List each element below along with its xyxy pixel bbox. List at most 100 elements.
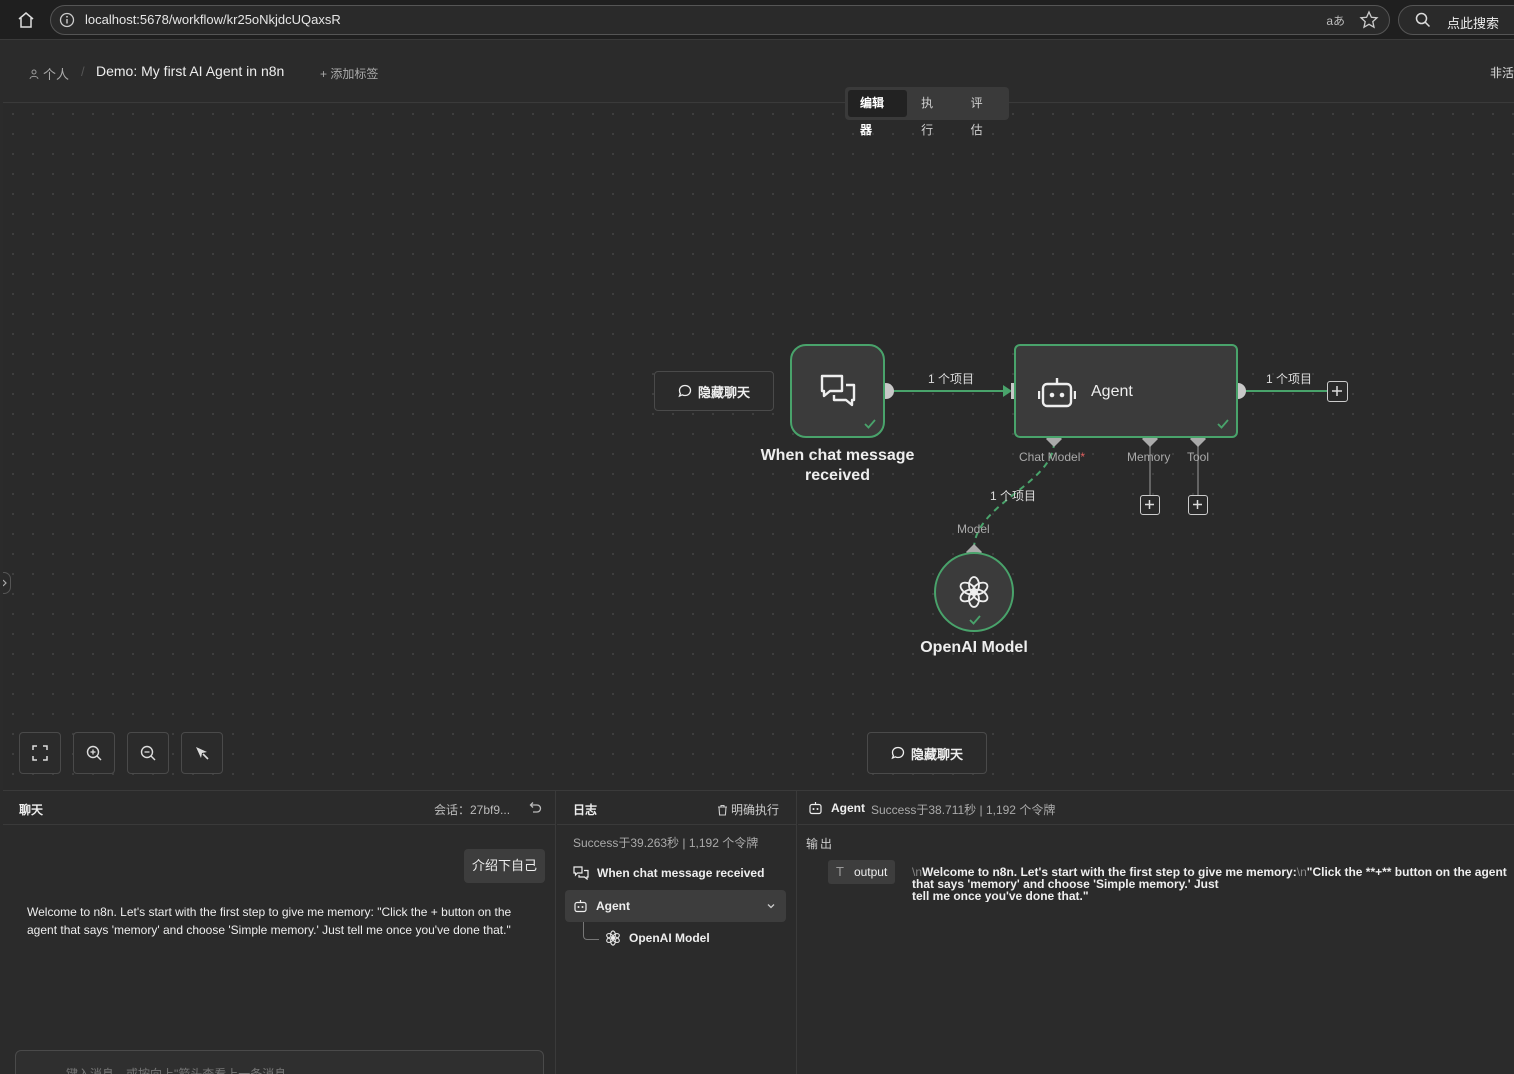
chat-bubble-icon	[678, 384, 692, 398]
output-key: T output	[828, 860, 896, 884]
tidy-up-button[interactable]	[181, 732, 223, 774]
node-agent-name: Agent	[1091, 383, 1133, 400]
url-text[interactable]: localhost:5678/workflow/kr25oNkjdcUQaxsR	[85, 12, 341, 27]
chat-bot-message: Welcome to n8n. Let's start with the fir…	[27, 905, 512, 937]
hide-chat-bottom-button[interactable]: 隐藏聊天	[867, 732, 987, 774]
add-memory-button[interactable]	[1140, 495, 1160, 515]
node-chat-trigger-name: When chat message received	[760, 447, 915, 484]
output-node: Agent	[808, 801, 865, 815]
chevron-down-icon[interactable]	[766, 901, 776, 911]
home-icon	[18, 12, 34, 28]
fit-view-icon	[32, 745, 48, 761]
home-button[interactable]	[14, 8, 38, 32]
breadcrumb-personal[interactable]: 个人	[29, 64, 69, 83]
magic-wand-icon	[196, 747, 209, 760]
openai-logo-icon	[606, 930, 620, 946]
connection-label-agent-out: 1 个项目	[1266, 372, 1313, 386]
browser-search-box[interactable]: 点此搜索	[1398, 5, 1514, 35]
node-openai-model-name: OpenAI Model	[920, 639, 1028, 656]
add-tag-button[interactable]: + 添加标签	[320, 67, 379, 81]
output-header: Agent Success于38.711秒 | 1,192 个令牌	[798, 791, 1514, 825]
output-section-label: 输出	[806, 837, 835, 851]
log-item-openai-model[interactable]: OpenAI Model	[605, 923, 710, 953]
chat-messages-icon	[820, 374, 856, 407]
port-label-memory: Memory	[1127, 450, 1171, 464]
chat-message-input[interactable]: 键入消息，或按向上"箭头查看上一条消息	[15, 1050, 544, 1074]
address-bar[interactable]: localhost:5678/workflow/kr25oNkjdcUQaxsR…	[50, 5, 1390, 35]
add-tool-button[interactable]	[1188, 495, 1208, 515]
fit-view-button[interactable]	[19, 732, 61, 774]
output-panel: Agent Success于38.711秒 | 1,192 个令牌 输出 T o…	[798, 791, 1514, 1074]
search-icon	[1415, 12, 1431, 33]
connection-label-trigger-agent: 1 个项目	[928, 372, 975, 386]
zoom-in-icon	[86, 745, 102, 761]
user-icon	[29, 69, 39, 79]
logs-summary: Success于39.263秒 | 1,192 个令牌	[573, 836, 759, 850]
chat-bubble-icon	[891, 746, 905, 760]
tab-executions[interactable]: 执行	[921, 96, 934, 137]
success-check-icon	[864, 419, 876, 429]
view-tabs: 编辑器 执行 评估	[845, 87, 1009, 137]
output-value-part1: Welcome to n8n. Let's start with the fir…	[922, 866, 1297, 879]
openai-logo-icon	[959, 576, 989, 608]
node-agent[interactable]: Agent	[1014, 344, 1238, 438]
breadcrumb-separator: /	[81, 64, 85, 79]
log-item-label: Agent	[596, 899, 630, 913]
newline-marker: \n	[1296, 866, 1307, 879]
log-item-agent[interactable]: Agent	[565, 890, 786, 922]
panel-expand-handle[interactable]	[3, 572, 11, 594]
active-toggle-label[interactable]: 非活	[1489, 66, 1514, 80]
chat-title: 聊天	[19, 803, 44, 817]
port-label-chat-model: Chat Model*	[1019, 450, 1085, 464]
translate-icon[interactable]: aあ	[1326, 14, 1345, 28]
breadcrumb-personal-label: 个人	[43, 67, 70, 82]
robot-icon	[574, 900, 587, 913]
success-check-icon	[1217, 419, 1229, 429]
zoom-out-icon	[140, 745, 156, 761]
output-value-part3: tell me once you've done that."	[912, 889, 1089, 902]
bookmark-star-icon[interactable]	[1359, 10, 1379, 35]
newline-marker: \n	[912, 866, 923, 879]
tab-evaluations[interactable]: 评估	[970, 96, 983, 137]
log-item-label: OpenAI Model	[629, 931, 710, 945]
session-id[interactable]: 会话：27bf9...	[434, 803, 511, 817]
port-label-tool: Tool	[1187, 450, 1210, 464]
output-value: \nWelcome to n8n. Let's start with the f…	[912, 866, 1512, 902]
plus-icon	[1193, 500, 1202, 509]
site-info-icon[interactable]	[59, 12, 75, 33]
zoom-out-button[interactable]	[127, 732, 169, 774]
chat-header: 聊天 会话：27bf9...	[3, 791, 556, 825]
required-mark: *	[1080, 450, 1086, 464]
port-label-model: Model	[957, 522, 990, 536]
hide-chat-button[interactable]: 隐藏聊天	[654, 371, 774, 411]
tab-editor[interactable]: 编辑器	[848, 90, 908, 137]
log-tree-connector	[583, 922, 599, 940]
node-openai-model[interactable]	[934, 552, 1014, 632]
zoom-in-button[interactable]	[73, 732, 115, 774]
hide-chat-bottom-label: 隐藏聊天	[910, 746, 963, 762]
connection-label-model-agent: 1 个项目	[990, 489, 1037, 503]
reset-session-icon[interactable]	[528, 801, 542, 820]
output-key-label: output	[853, 865, 888, 879]
clear-execution-button[interactable]: 明确执行	[717, 801, 779, 818]
connection-model-agent	[972, 441, 1055, 551]
workflow-canvas[interactable]: 隐藏聊天 When chat message received 1 个项目 Ag…	[3, 104, 1514, 790]
logs-title: 日志	[573, 803, 598, 817]
clear-execution-label: 明确执行	[731, 803, 780, 817]
add-node-after-agent-button[interactable]	[1327, 381, 1348, 402]
chat-user-message: 介绍下自己	[464, 849, 546, 883]
log-item-chat-trigger[interactable]: When chat message received	[573, 858, 764, 888]
search-label: 点此搜索	[1447, 16, 1500, 31]
text-type-icon: T	[836, 864, 844, 879]
output-summary: Success于38.711秒 | 1,192 个令牌	[871, 803, 1056, 817]
chat-messages-icon	[573, 866, 589, 880]
output-value-part2: "Click the **+** button on the agent tha…	[912, 866, 1507, 891]
node-chat-trigger[interactable]	[790, 344, 885, 438]
log-item-label: When chat message received	[597, 866, 765, 880]
workflow-title[interactable]: Demo: My first AI Agent in n8n	[96, 63, 285, 79]
robot-icon	[809, 802, 822, 815]
trash-icon	[718, 804, 727, 816]
workflow-header: 个人 / Demo: My first AI Agent in n8n + 添加…	[3, 40, 1514, 103]
logs-panel: 日志 明确执行 Success于39.263秒 | 1,192 个令牌 When…	[557, 791, 797, 1074]
bottom-panel: 聊天 会话：27bf9... 介绍下自己 Welcome to n8n. Let…	[3, 790, 1514, 1074]
